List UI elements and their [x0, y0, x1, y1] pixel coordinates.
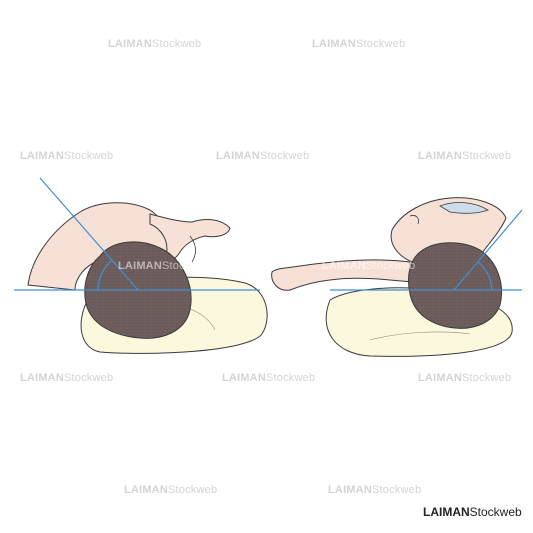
- right-torso: [390, 197, 507, 263]
- watermark: LAIMANStockweb: [418, 372, 512, 384]
- left-figure: [14, 177, 268, 354]
- right-tilt-line: [453, 209, 523, 291]
- watermark: LAIMANStockweb: [124, 484, 218, 496]
- watermark: LAIMANStockweb: [216, 150, 310, 162]
- watermark: LAIMANStockweb: [20, 372, 114, 384]
- watermark: LAIMANStockweb: [418, 150, 512, 162]
- watermark: LAIMANStockweb: [312, 38, 406, 50]
- left-angle-arc: [97, 259, 113, 291]
- watermark: LAIMANStockweb: [328, 484, 422, 496]
- right-angle-arc: [477, 261, 493, 291]
- watermark: LAIMANStockweb: [108, 38, 202, 50]
- right-arm: [271, 259, 413, 291]
- watermark: LAIMANStockweb: [222, 372, 316, 384]
- left-tilt-line: [39, 177, 139, 291]
- right-hand-on-shoulder: [439, 202, 489, 214]
- credit-logo: LAIMANStockweb: [423, 505, 522, 519]
- right-figure: [271, 197, 523, 357]
- right-head: [407, 242, 503, 329]
- watermark: LAIMANStockweb: [322, 260, 416, 272]
- watermark: LAIMANStockweb: [118, 260, 212, 272]
- watermark: LAIMANStockweb: [20, 150, 114, 162]
